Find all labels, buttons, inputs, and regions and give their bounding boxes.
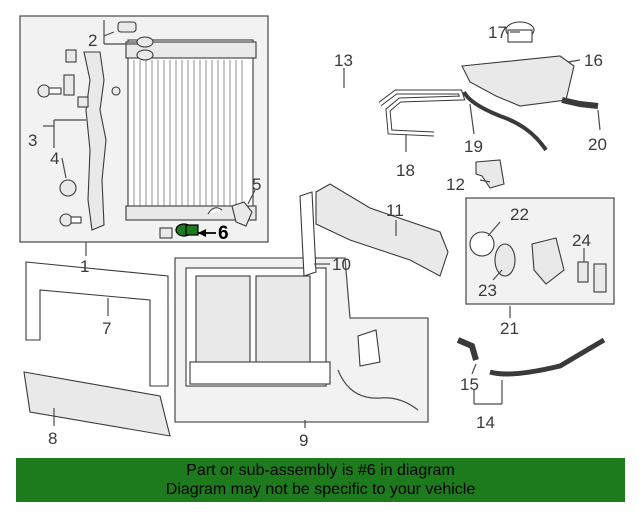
banner-line-1: Part or sub-assembly is #6 in diagram [186,462,455,479]
callout-10: 10 [332,255,351,274]
info-banner: Part or sub-assembly is #6 in diagram Di… [16,458,625,502]
callout-12: 12 [446,175,465,194]
part-8-deflector [23,371,171,437]
radiator-assembly-box [19,15,269,243]
callout-2: 2 [88,31,97,50]
part-7-baffle-frame [25,261,169,387]
callout-17: 17 [488,23,507,42]
part-11-support [315,183,449,277]
callout-21: 21 [500,319,519,338]
parts-diagram: 2 3 4 5 6 1 7 8 9 10 11 12 13 14 15 16 1… [19,15,615,450]
callout-3: 3 [28,131,37,150]
callout-4: 4 [50,149,59,168]
callout-22: 22 [510,205,529,224]
part-21-thermostat-box [465,197,615,305]
callout-1: 1 [80,257,89,276]
callout-24: 24 [572,231,591,250]
part-16-reservoir [461,21,575,107]
callout-8: 8 [48,429,57,448]
part-6-drain-cock[interactable] [175,223,216,237]
callout-9: 9 [299,431,308,450]
callout-11: 11 [386,201,404,220]
callout-18: 18 [396,161,415,180]
callout-5: 5 [252,175,261,194]
callout-23: 23 [478,281,497,300]
callout-20: 20 [588,135,607,154]
part-10-bracket [299,191,317,277]
banner-line-2: Diagram may not be specific to your vehi… [165,481,476,498]
callout-19: 19 [464,137,483,156]
callout-7: 7 [102,319,111,338]
callout-6[interactable]: 6 [218,223,229,244]
callout-15: 15 [460,375,479,394]
callout-14: 14 [476,413,495,432]
part-9-shutter-box [174,257,429,423]
callout-13: 13 [334,51,353,70]
callout-16: 16 [584,51,603,70]
